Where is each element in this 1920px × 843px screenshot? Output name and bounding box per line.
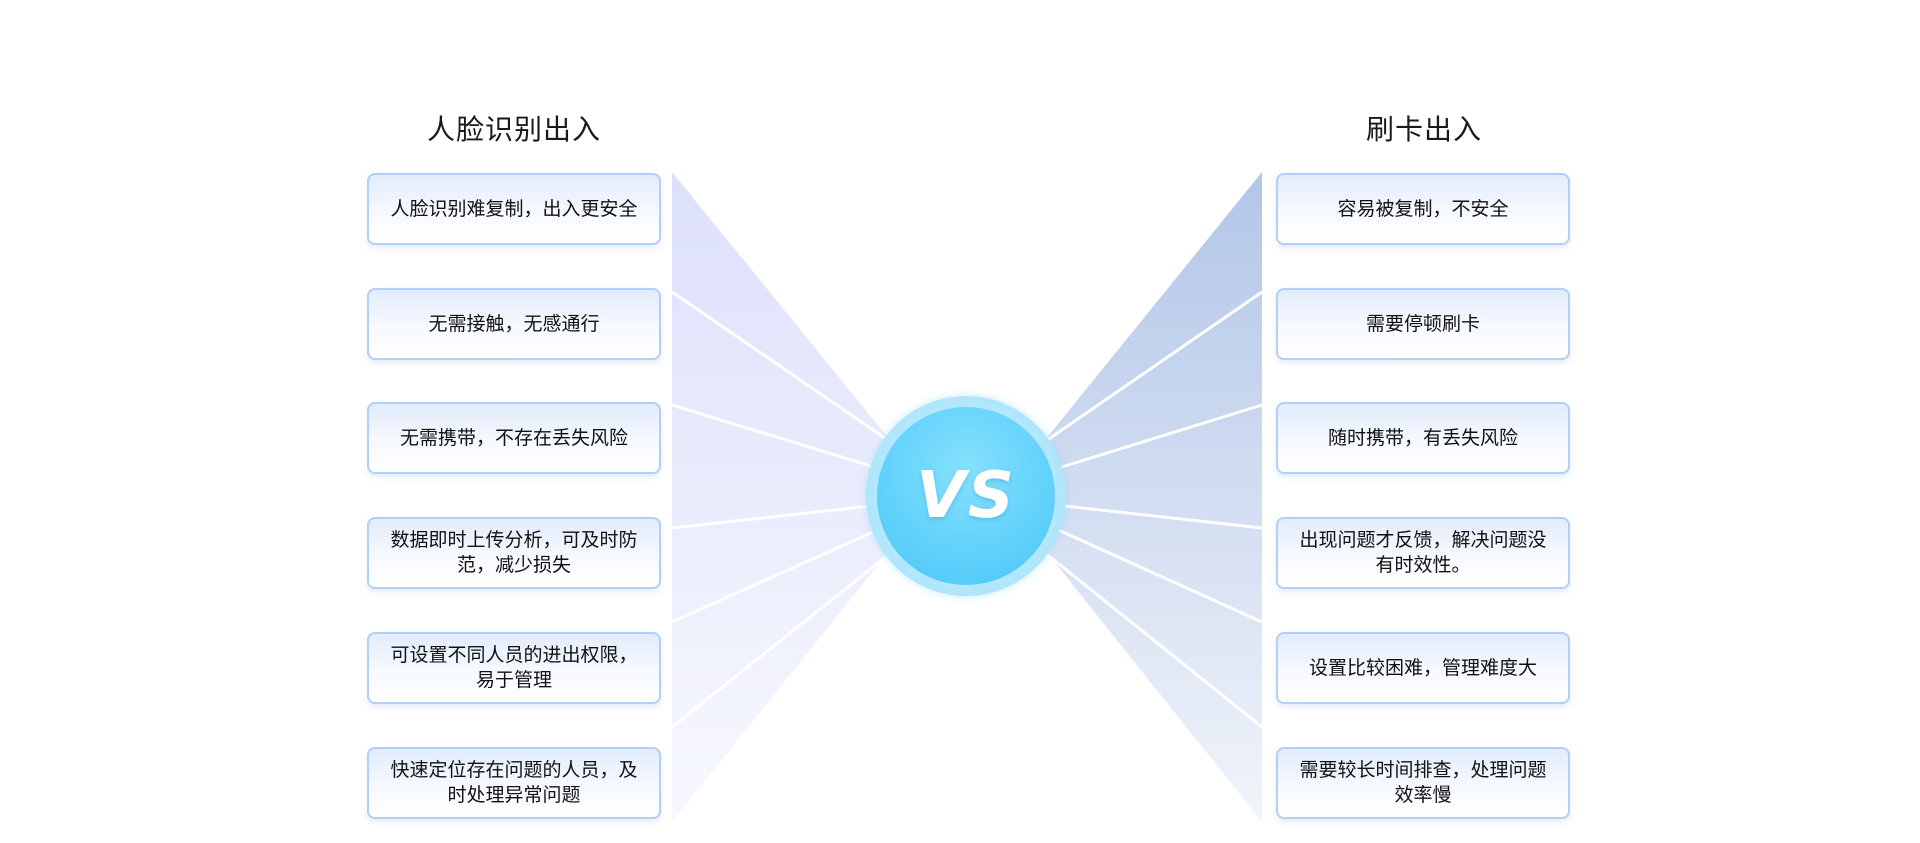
right-ray-1 [1039,290,1263,447]
right-ray-3 [1055,503,1263,530]
left-item-4: 数据即时上传分析，可及时防范，减少损失 [367,517,661,589]
left-item-3: 无需携带，不存在丢失风险 [367,402,661,474]
left-ray-2 [671,403,885,472]
right-item-4: 出现问题才反馈，解决问题没有时效性。 [1276,517,1570,589]
right-item-6: 需要较长时间排查，处理问题效率慢 [1276,747,1570,819]
left-fan [672,172,890,822]
left-ray-lines [671,290,896,729]
vs-label: VS [916,459,1016,533]
right-ray-4 [1053,526,1263,624]
left-item-6: 快速定位存在问题的人员，及时处理异常问题 [367,747,661,819]
left-ray-3 [671,503,881,530]
left-item-1: 人脸识别难复制，出入更安全 [367,173,661,245]
vs-badge: VS [877,407,1055,585]
right-ray-5 [1043,550,1263,729]
right-item-3: 随时携带，有丢失风险 [1276,402,1570,474]
right-fan [1045,172,1262,822]
left-ray-4 [671,526,883,624]
left-column-title: 人脸识别出入 [426,113,601,146]
right-ray-2 [1051,403,1263,472]
left-item-2: 无需接触，无感通行 [367,288,661,360]
left-item-5: 可设置不同人员的进出权限，易于管理 [367,632,661,704]
right-ray-lines [1039,290,1263,729]
right-item-1: 容易被复制，不安全 [1276,173,1570,245]
right-item-5: 设置比较困难，管理难度大 [1276,632,1570,704]
left-ray-5 [671,550,893,729]
right-column-title: 刷卡出入 [1365,113,1482,146]
left-ray-1 [671,290,896,447]
right-item-2: 需要停顿刷卡 [1276,288,1570,360]
